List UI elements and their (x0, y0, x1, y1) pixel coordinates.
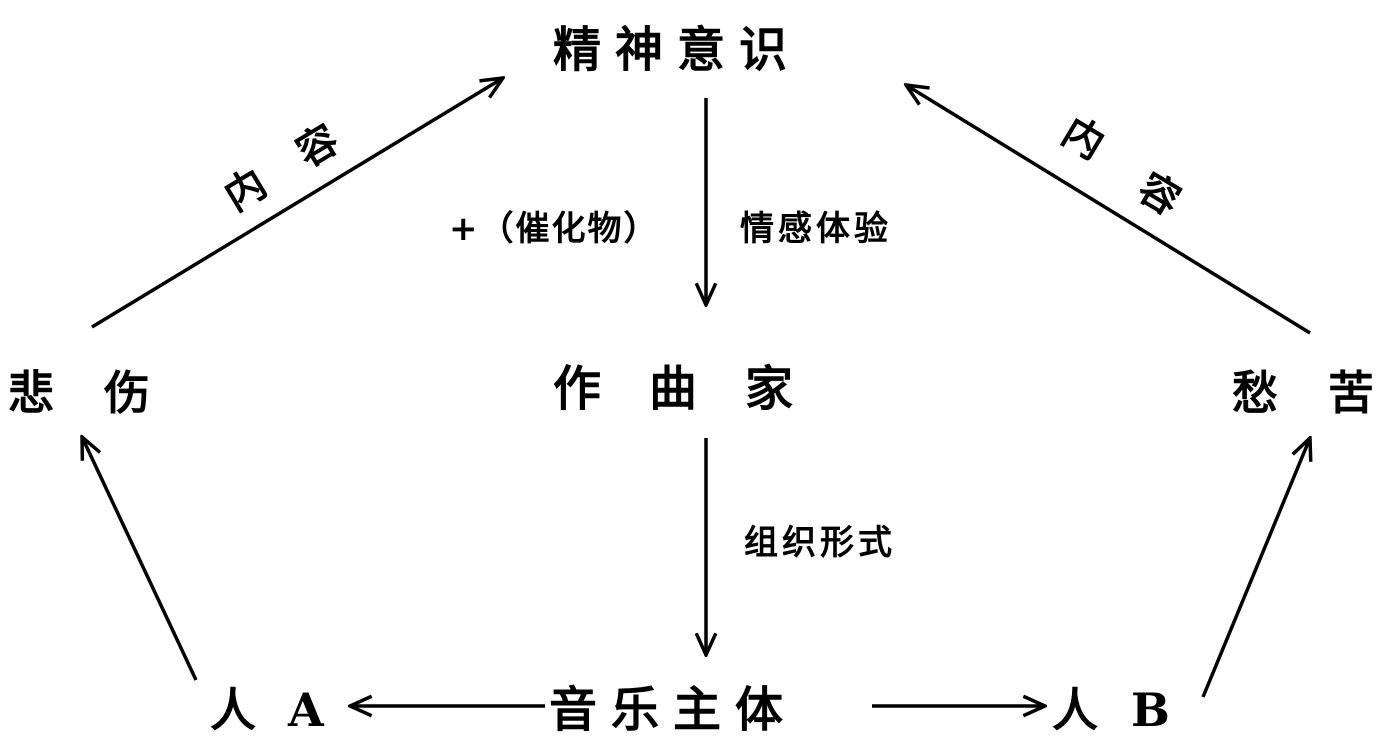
node-person-a-char: 人 (210, 683, 256, 737)
node-music-subject: 音乐主体 (549, 682, 797, 738)
node-spirit-consciousness: 精神意识 (553, 22, 801, 78)
label-organizational-form: 组织形式 (744, 523, 896, 563)
arrow-left-to-top (91, 78, 503, 329)
label-emotional-experience: 情感体验 (740, 209, 892, 249)
node-person-b-letter: B (1131, 683, 1170, 737)
node-misery: 愁苦 (1232, 366, 1400, 420)
node-composer: 作曲家 (553, 361, 841, 417)
arrow-right-to-top (906, 85, 1311, 335)
node-person-a-letter: A (287, 683, 325, 737)
label-content-left-2: 容 (289, 117, 347, 177)
label-content-right-2: 容 (1130, 165, 1188, 225)
arrow-person-a-to-left (82, 437, 198, 681)
arrow-person-b-to-right (1201, 438, 1310, 698)
label-catalyst: +（催化物） (449, 209, 660, 249)
node-person-b-char: 人 (1052, 683, 1098, 737)
label-content-left-1: 内 (217, 161, 275, 221)
node-sorrow: 悲伤 (8, 366, 200, 420)
label-content-right-1: 内 (1054, 109, 1112, 169)
